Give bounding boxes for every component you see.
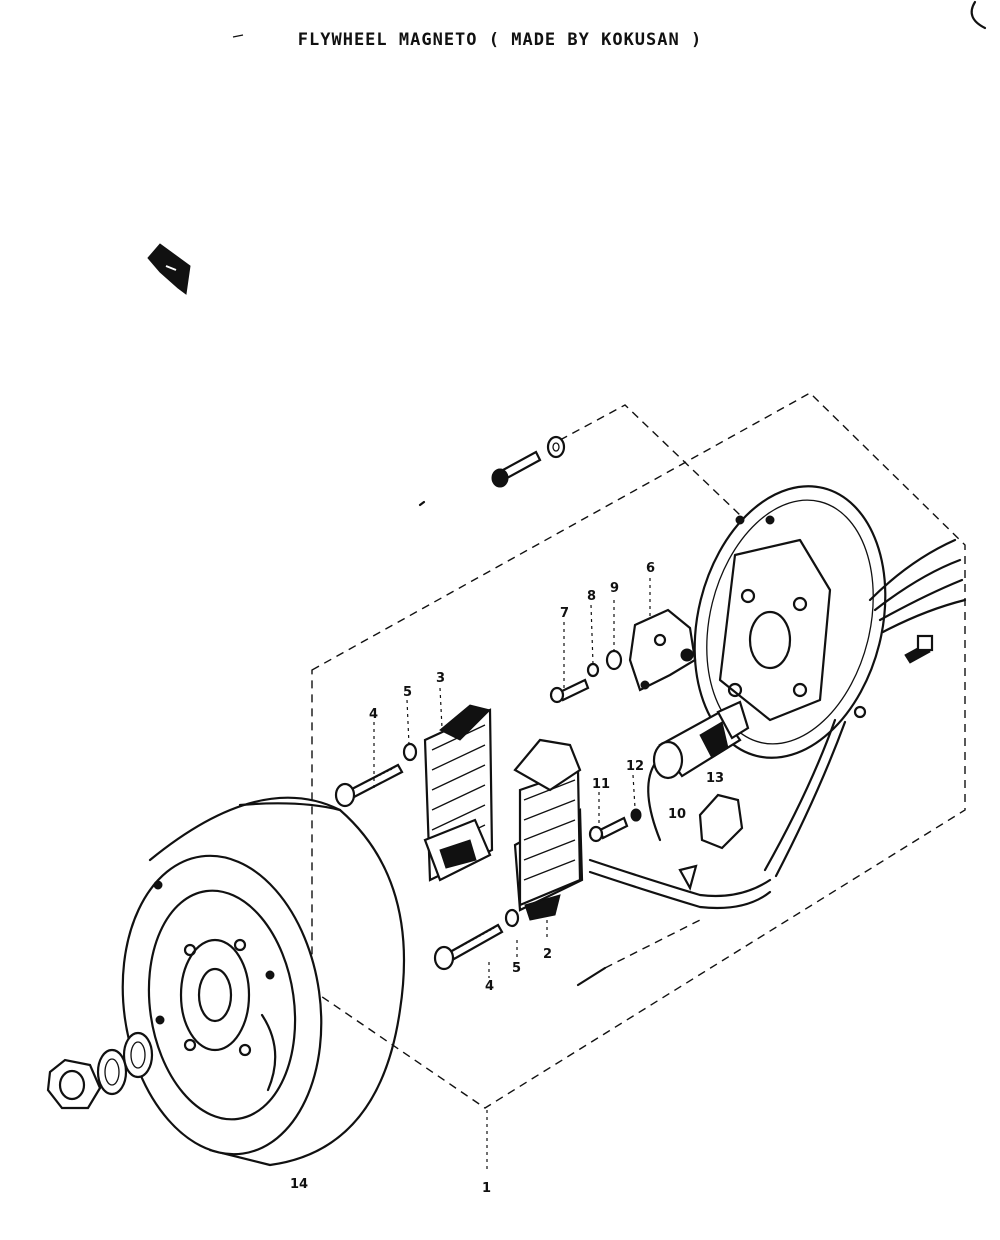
condenser-washer — [630, 808, 642, 822]
felt-pad — [698, 793, 744, 850]
lead-wire — [763, 718, 837, 872]
coil-washer-lower — [504, 908, 520, 928]
ground-wire-end — [576, 966, 607, 987]
rotor-nut — [46, 1058, 102, 1110]
ground-wire — [604, 919, 701, 969]
scan-speck — [232, 34, 244, 38]
part-label-5-lower: 5 — [512, 961, 521, 976]
part-label-4-upper: 4 — [369, 707, 378, 722]
coil-wire — [588, 858, 772, 898]
plain-washer-rotor — [122, 1031, 154, 1079]
coil-screw-lower — [433, 923, 504, 971]
part-label-6: 6 — [646, 561, 655, 576]
lighting-coil — [513, 738, 584, 921]
part-label-1: 1 — [482, 1181, 491, 1196]
stator-base-plate — [693, 485, 887, 759]
stator-screw — [491, 450, 542, 488]
part-label-14: 14 — [290, 1177, 308, 1192]
ignition-coil — [423, 704, 494, 882]
wire-clamp — [678, 864, 698, 891]
condenser — [652, 700, 750, 780]
scan-speck — [418, 500, 426, 507]
lead-wire — [774, 720, 847, 878]
part-label-12: 12 — [626, 759, 644, 774]
flywheel-rotor — [121, 796, 406, 1167]
breaker-screw — [549, 678, 590, 704]
condenser-wire — [647, 763, 662, 842]
coil-washer-upper — [402, 742, 418, 762]
screw-leader-line — [559, 404, 741, 516]
part-label-3: 3 — [436, 671, 445, 686]
coil-wire — [588, 870, 772, 910]
condenser-screw — [588, 816, 629, 843]
part-label-5-upper: 5 — [403, 685, 412, 700]
plain-washer — [605, 649, 623, 671]
part-label-11: 11 — [592, 777, 610, 792]
part-label-2: 2 — [543, 947, 552, 962]
page-title: FLYWHEEL MAGNETO ( MADE BY KOKUSAN ) — [297, 30, 703, 50]
coil-screw-upper — [334, 763, 404, 808]
corner-mark — [970, 0, 987, 30]
part-label-8: 8 — [587, 589, 596, 604]
part-label-9: 9 — [610, 581, 619, 596]
wire-harness — [868, 538, 967, 634]
leader-lines — [373, 578, 651, 1170]
part-label-7: 7 — [560, 606, 569, 621]
stator-washer — [546, 435, 566, 459]
spring-washer-rotor — [96, 1048, 128, 1096]
part-label-4-lower: 4 — [485, 979, 494, 994]
harness-bolt — [904, 634, 934, 664]
part-label-13: 13 — [706, 771, 724, 786]
contact-breaker — [628, 608, 697, 692]
front-arrow-icon — [147, 243, 191, 295]
spring-washer — [586, 662, 600, 678]
part-label-10: 10 — [668, 807, 686, 822]
